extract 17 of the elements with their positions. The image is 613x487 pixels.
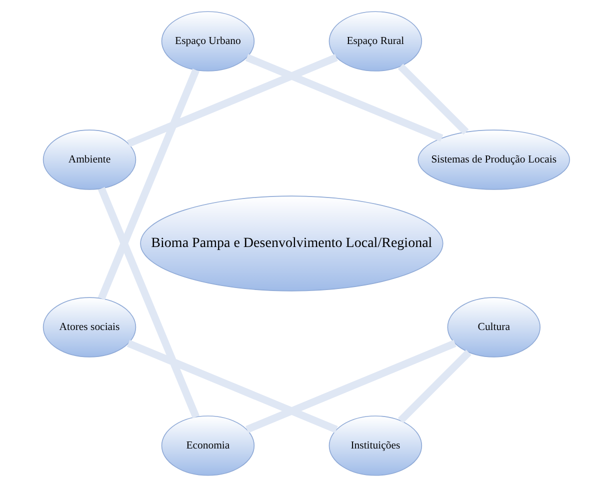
connector xyxy=(246,340,456,433)
node-ellipse: Espaço Rural xyxy=(328,11,422,72)
node-ellipse: Bioma Pampa e Desenvolvimento Local/Regional xyxy=(140,196,444,292)
node-ellipse: Atores sociais xyxy=(42,297,136,358)
connector xyxy=(126,54,338,148)
node-ellipse: Economia xyxy=(161,416,255,476)
connector xyxy=(398,64,469,135)
node-ellipse: Sistemas de Produção Locais xyxy=(418,130,570,190)
connector xyxy=(126,340,338,433)
connector xyxy=(98,68,200,300)
node-ellipse: Instituições xyxy=(328,416,422,476)
node-ellipse: Espaço Urbano xyxy=(161,11,255,72)
node-ellipse: Ambiente xyxy=(42,130,136,190)
connector xyxy=(398,350,472,424)
node-ellipse: Cultura xyxy=(447,297,540,358)
connector xyxy=(98,187,200,418)
connector xyxy=(245,54,444,142)
